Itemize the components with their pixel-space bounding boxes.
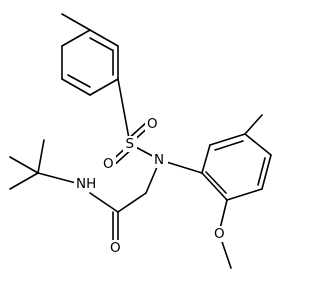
bond bbox=[261, 154, 272, 190]
bond-inner bbox=[205, 171, 227, 194]
bond bbox=[117, 78, 131, 145]
bond-inner bbox=[67, 74, 91, 88]
bond bbox=[244, 133, 272, 156]
bond bbox=[201, 144, 211, 174]
structure-svg: S O O N NH O O bbox=[9, 13, 272, 269]
sulfonyl-oxygen-lower-label: O bbox=[103, 156, 114, 172]
tolyl-ring bbox=[61, 13, 119, 96]
atom-nh: NH bbox=[74, 176, 104, 192]
bond bbox=[37, 139, 45, 174]
atom-o-upper: O bbox=[145, 116, 160, 132]
bond bbox=[89, 78, 119, 96]
atom-o-carbonyl: O bbox=[108, 240, 123, 256]
bond bbox=[89, 29, 119, 47]
atom-o-methoxy: O bbox=[212, 226, 227, 242]
bond bbox=[9, 172, 39, 190]
bond-inner bbox=[89, 37, 113, 51]
bond-inner bbox=[257, 157, 266, 186]
bond bbox=[209, 133, 246, 146]
amide-nh-label: NH bbox=[76, 176, 96, 192]
anisyl-ring bbox=[159, 114, 272, 269]
carbonyl-oxygen-label: O bbox=[110, 240, 121, 256]
molecule-diagram: S O O N NH O O bbox=[9, 13, 272, 269]
bond-inner bbox=[214, 140, 244, 151]
atom-s: S bbox=[123, 136, 137, 152]
sulfur-label: S bbox=[126, 136, 135, 152]
methyl-bond bbox=[61, 13, 91, 31]
methyl-bond bbox=[244, 114, 263, 135]
bond bbox=[61, 78, 91, 96]
bond bbox=[226, 188, 263, 201]
bond bbox=[61, 29, 91, 47]
bond bbox=[37, 172, 77, 184]
atom-o-lower: O bbox=[101, 156, 116, 172]
bond bbox=[117, 192, 147, 213]
bond bbox=[89, 192, 119, 213]
amide-chain bbox=[9, 139, 161, 248]
atom-n: N bbox=[152, 152, 168, 168]
methoxy-oxygen-label: O bbox=[214, 226, 225, 242]
sulfonamide-nitrogen-label: N bbox=[154, 152, 164, 168]
bond bbox=[201, 172, 228, 201]
bond bbox=[9, 156, 39, 174]
sulfonyl-oxygen-upper-label: O bbox=[147, 116, 158, 132]
